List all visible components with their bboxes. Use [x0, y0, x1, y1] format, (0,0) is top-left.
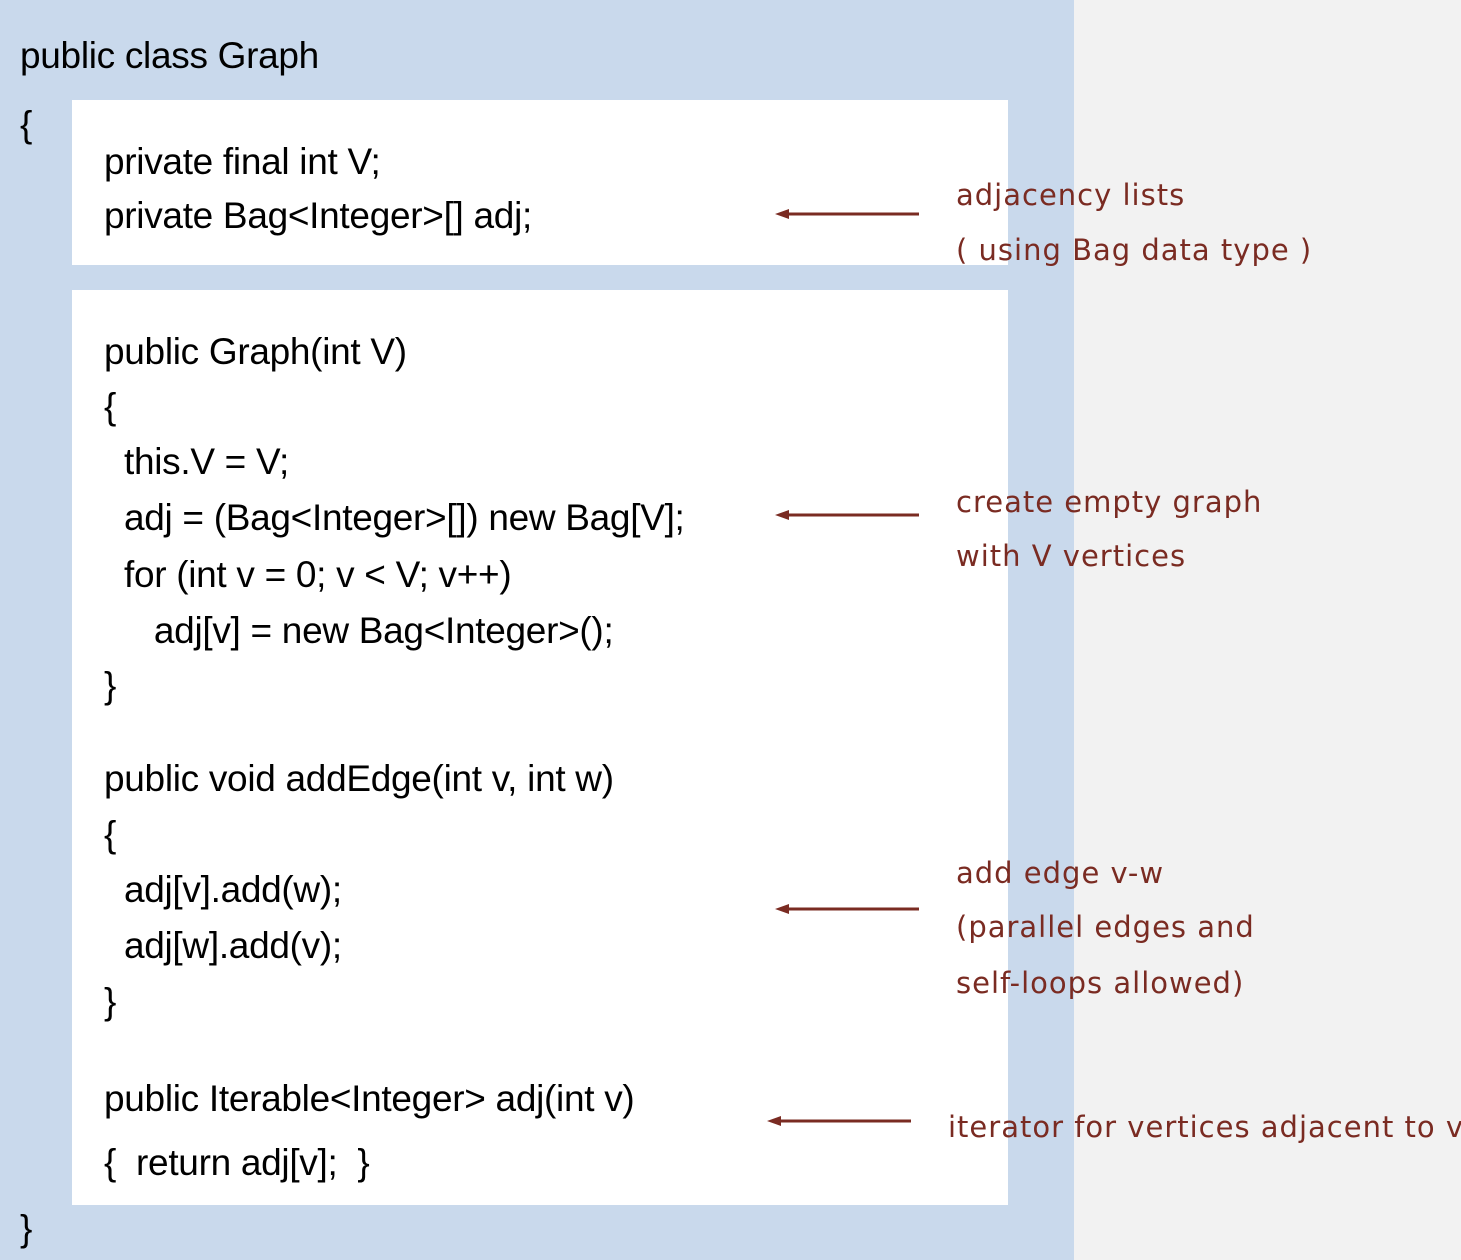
arrow-icon-constructor — [775, 507, 921, 523]
class-close-brace: } — [20, 1208, 33, 1249]
code-line-addedge-1: { — [104, 814, 117, 855]
annotation-iterator: iterator for vertices adjacent to v — [948, 1110, 1461, 1144]
class-open-brace: { — [20, 104, 33, 145]
code-line-field-adj: private Bag<Integer>[] adj; — [104, 195, 532, 236]
code-line-adj-1: { return adj[v]; } — [104, 1142, 370, 1183]
code-line-constructor-2: this.V = V; — [104, 441, 289, 482]
annotation-adjacency-line-2: ( using Bag data type ) — [956, 233, 1313, 267]
code-line-field-v: private final int V; — [104, 141, 381, 182]
code-line-addedge-3: adj[w].add(v); — [104, 925, 342, 966]
code-line-constructor-1: { — [104, 386, 117, 427]
fields-panel — [72, 100, 1008, 265]
methods-panel — [72, 290, 1008, 1205]
code-line-addedge-2: adj[v].add(w); — [104, 869, 342, 910]
code-line-constructor-6: } — [104, 665, 117, 706]
code-line-constructor-3: adj = (Bag<Integer>[]) new Bag[V]; — [104, 497, 685, 538]
annotation-adjacency-line-1: adjacency lists — [956, 178, 1186, 212]
arrow-icon-add-edge — [775, 901, 921, 917]
code-line-addedge-4: } — [104, 981, 117, 1022]
code-line-constructor-4: for (int v = 0; v < V; v++) — [104, 554, 512, 595]
annotation-add-edge-line-3: self-loops allowed) — [956, 966, 1245, 1000]
arrow-icon-adjacency — [775, 206, 921, 222]
annotation-constructor-line-2: with V vertices — [956, 539, 1187, 573]
class-declaration: public class Graph — [20, 35, 319, 76]
code-line-constructor-0: public Graph(int V) — [104, 331, 407, 372]
code-line-addedge-0: public void addEdge(int v, int w) — [104, 758, 614, 799]
code-line-adj-0: public Iterable<Integer> adj(int v) — [104, 1078, 635, 1119]
arrow-icon-iterator — [767, 1113, 913, 1129]
code-line-constructor-5: adj[v] = new Bag<Integer>(); — [104, 610, 614, 651]
annotation-add-edge-line-2: (parallel edges and — [956, 910, 1255, 944]
annotation-constructor-line-1: create empty graph — [956, 485, 1263, 519]
annotation-add-edge-line-1: add edge v-w — [956, 856, 1165, 890]
